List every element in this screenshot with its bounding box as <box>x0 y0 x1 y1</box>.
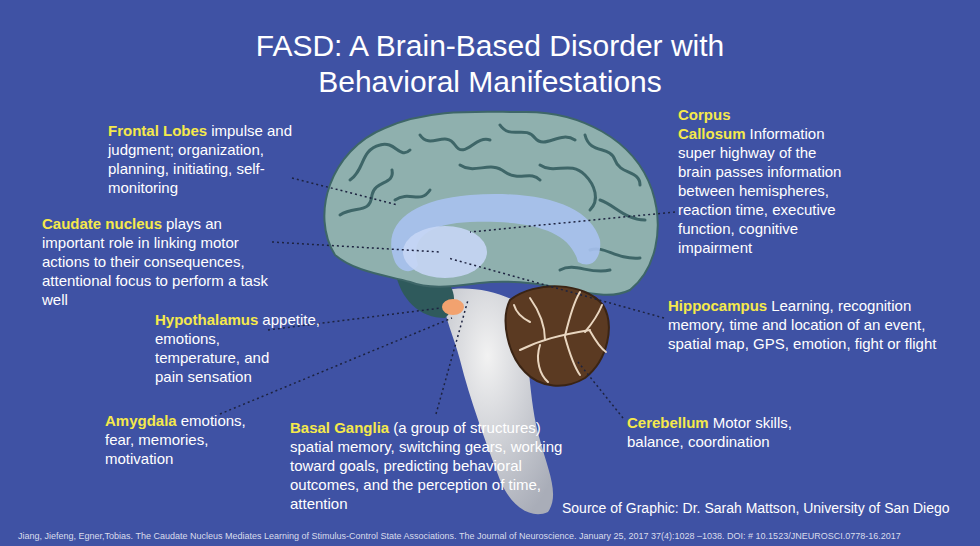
structure-name: Corpus Callosum <box>678 106 746 142</box>
structure-label: Basal Ganglia(a group of structures) spa… <box>290 418 575 513</box>
structure-label: Hypothalamusappetite, emotions, temperat… <box>155 310 295 386</box>
hypothalamus <box>442 299 464 315</box>
title: FASD: A Brain-Based Disorder with Behavi… <box>190 28 790 100</box>
structure-name: Hippocampus <box>668 297 767 314</box>
structure-label: Caudate nucleusplays an important role i… <box>42 214 278 309</box>
source-note: Source of Graphic: Dr. Sarah Mattson, Un… <box>562 499 950 517</box>
structure-name: Cerebellum <box>627 414 709 431</box>
structure-name: Hypothalamus <box>155 311 258 328</box>
structure-name: Amygdala <box>105 412 177 429</box>
structure-label: Corpus CallosumInformation super highway… <box>678 105 853 257</box>
citation: Jiang, Jiefeng, Egner,Tobias. The Caudat… <box>18 531 901 542</box>
structure-name: Caudate nucleus <box>42 215 162 232</box>
cerebrum <box>324 112 657 295</box>
structure-label: CerebellumMotor skills, balance, coordin… <box>627 413 807 451</box>
structure-label: HippocampusLearning, recognition memory,… <box>668 296 948 353</box>
cerebellum <box>506 286 609 385</box>
structure-name: Frontal Lobes <box>108 122 207 139</box>
structure-name: Basal Ganglia <box>290 419 389 436</box>
structure-label: Frontal Lobesimpulse and judgment; organ… <box>108 121 300 197</box>
structure-function: Information super highway of the brain p… <box>678 125 841 256</box>
structure-label: Amygdalaemotions, fear, memories, motiva… <box>105 411 275 468</box>
